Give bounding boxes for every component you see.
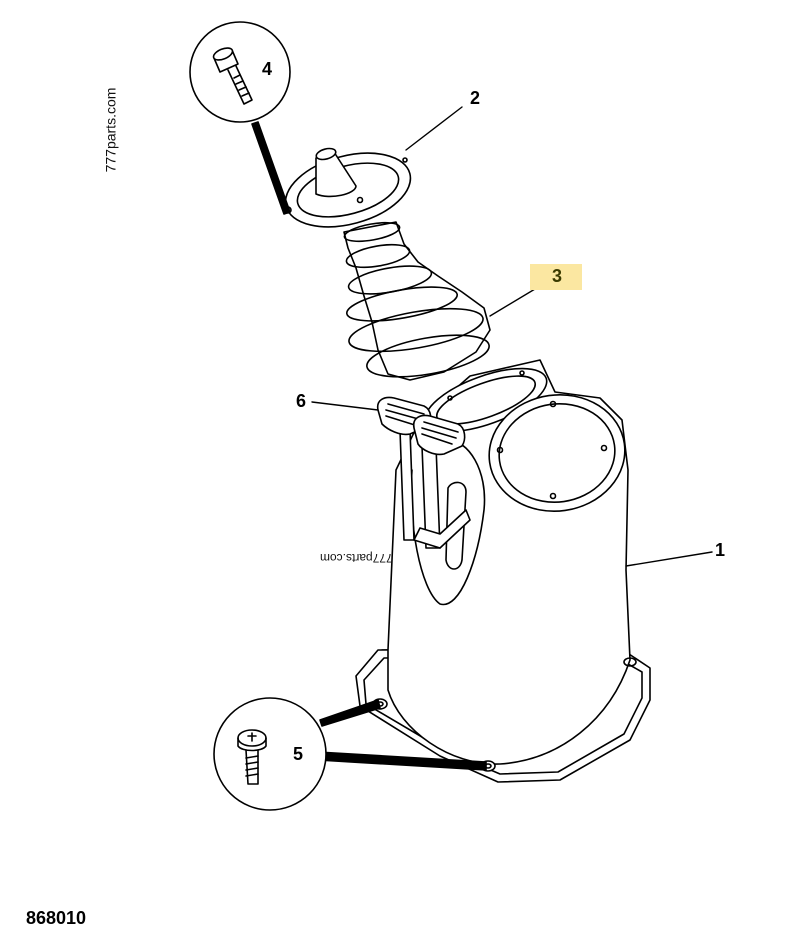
control-levers: [376, 396, 471, 549]
detail-circle-4: [189, 21, 291, 215]
figure-number: 868010: [26, 908, 87, 928]
rubber-gaiter: [343, 221, 491, 381]
watermark-vertical: 777parts.com: [102, 87, 119, 173]
callout-4[interactable]: 4: [262, 59, 273, 79]
detail-circle-5: [213, 697, 487, 811]
callout-6[interactable]: 6: [296, 391, 307, 411]
callout-5[interactable]: 5: [293, 744, 304, 764]
callout-2[interactable]: 2: [470, 88, 481, 108]
callout-3[interactable]: 3: [552, 266, 563, 286]
watermark-upside-down: 777parts.com: [320, 551, 393, 565]
callout-1[interactable]: 1: [715, 540, 726, 560]
callout-3-highlight: [530, 264, 582, 290]
